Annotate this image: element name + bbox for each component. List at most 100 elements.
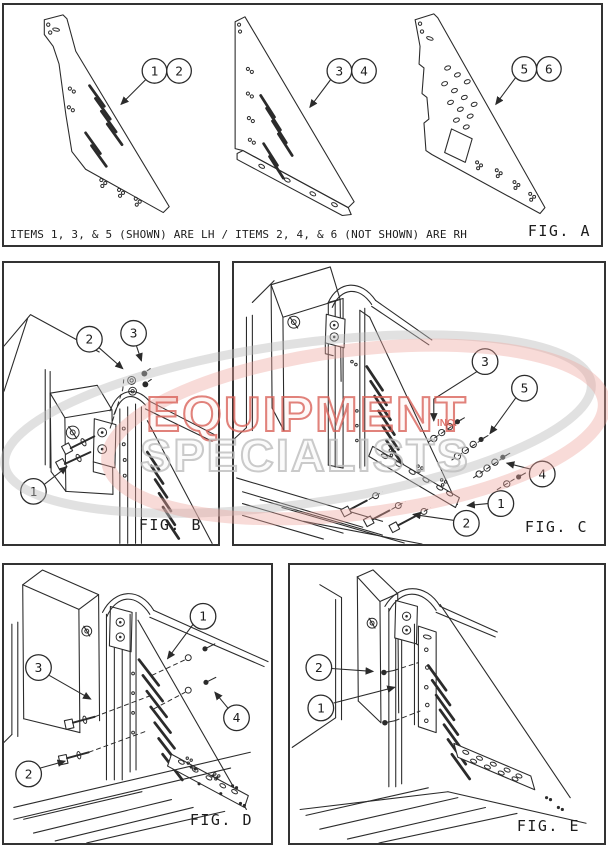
callout-d4: 4 [223, 704, 250, 732]
callout-b3: 3 [120, 319, 147, 347]
svg-text:4: 4 [233, 711, 241, 726]
leader-b2 [97, 346, 124, 370]
spill-shield-strap [384, 588, 498, 638]
leader-d1 [166, 623, 194, 660]
svg-text:2: 2 [25, 767, 33, 782]
callout-c5: 5 [511, 374, 538, 402]
mount-bracket [324, 313, 346, 357]
leader-item1 [120, 79, 146, 106]
base-flange [167, 753, 249, 808]
gusset-plate-item3 [234, 16, 355, 217]
callout-d2: 2 [15, 760, 43, 788]
callout-c2: 2 [452, 509, 480, 537]
svg-text:1: 1 [151, 64, 159, 79]
corner-post-and-gusset [119, 403, 213, 544]
leader-c1 [466, 501, 489, 509]
leader-d3 [49, 674, 92, 700]
wall-left [291, 584, 343, 748]
svg-text:5: 5 [520, 62, 528, 77]
bolts-items2-3 [57, 694, 152, 766]
gusset-plate-item1 [43, 14, 170, 214]
svg-text:4: 4 [538, 467, 546, 482]
gusset-plate-item5 [414, 13, 546, 215]
leader-c3 [429, 370, 478, 422]
angle-plate-item1 [413, 623, 437, 734]
figure-a-panel: 1 2 3 4 [2, 3, 603, 247]
callout-2: 2 [166, 57, 192, 84]
callout-b1: 1 [20, 477, 47, 505]
svg-text:6: 6 [545, 62, 553, 77]
leader-c2 [412, 511, 454, 521]
cabinet-box [356, 569, 400, 724]
leader-item5 [495, 77, 516, 106]
figure-d-label: FIG. D [189, 811, 253, 829]
leader-e2 [331, 667, 375, 675]
svg-text:1: 1 [30, 485, 38, 500]
screws-items1-4 [151, 643, 217, 710]
callout-1: 1 [141, 57, 168, 84]
svg-text:3: 3 [336, 64, 344, 79]
mount-bracket [394, 599, 423, 657]
callout-c4: 4 [528, 460, 556, 488]
figure-e-label: FIG. E [516, 817, 580, 835]
leader-b3 [135, 345, 143, 362]
callout-d1: 1 [189, 602, 217, 630]
wall-left [4, 621, 19, 743]
figure-b-panel: 1 2 3 FIG. B [2, 261, 220, 546]
base-flange-item1 [368, 445, 460, 509]
deck-slats [236, 477, 423, 544]
svg-text:3: 3 [481, 355, 489, 370]
leader-item3 [309, 79, 331, 109]
cabinet-box [22, 569, 101, 734]
callout-d3: 3 [25, 654, 52, 681]
svg-text:5: 5 [521, 382, 529, 397]
cabinet-box [270, 266, 342, 432]
leader-d4 [214, 691, 230, 710]
screws-item2 [381, 662, 421, 726]
figure-e-drawing: 2 1 [291, 569, 587, 843]
leader-e1 [333, 685, 396, 704]
callout-4: 4 [351, 57, 377, 84]
svg-text:3: 3 [130, 327, 138, 342]
figure-e-panel: 2 1 FIG. E [288, 563, 606, 845]
svg-text:1: 1 [317, 701, 325, 716]
gusset-installed [129, 611, 247, 810]
callout-6: 6 [535, 56, 562, 82]
deck-slats [13, 751, 251, 843]
figure-b-label: FIG. B [138, 516, 202, 534]
figure-b-drawing: 1 2 3 [4, 314, 215, 544]
gusset-installed [350, 307, 458, 506]
svg-text:4: 4 [360, 64, 368, 79]
base-flange [453, 742, 536, 791]
leader-b1 [43, 466, 68, 485]
figure-c-panel: 3 5 4 1 2 FIG. C [232, 261, 606, 546]
spill-shield-strap [109, 391, 215, 442]
svg-text:1: 1 [199, 610, 207, 625]
wall-left [234, 280, 275, 440]
nut-washer-hardware-items2-3 [109, 368, 152, 429]
figure-c-label: FIG. C [524, 518, 588, 536]
leader-d2 [40, 759, 67, 769]
mount-bracket [108, 605, 133, 653]
svg-text:2: 2 [315, 661, 323, 676]
callout-3: 3 [326, 57, 353, 84]
leader-c4 [505, 461, 531, 470]
svg-text:1: 1 [497, 497, 505, 512]
callout-b2: 2 [76, 325, 103, 353]
callout-5: 5 [511, 56, 538, 82]
leader-c5 [489, 397, 517, 435]
callout-e1: 1 [307, 694, 335, 722]
figure-a-label: FIG. A [527, 222, 591, 240]
deck-slats [299, 787, 587, 843]
svg-text:3: 3 [35, 661, 43, 676]
callout-c1: 1 [487, 490, 515, 518]
callout-e2: 2 [305, 654, 333, 681]
figure-d-panel: 1 3 2 4 FIG. D [2, 563, 273, 845]
handedness-note: ITEMS 1, 3, & 5 (SHOWN) ARE LH / ITEMS 2… [10, 228, 468, 241]
callout-c3: 3 [471, 348, 499, 376]
spill-shield-strap [327, 284, 433, 346]
svg-text:2: 2 [462, 517, 470, 532]
svg-text:2: 2 [86, 333, 94, 348]
mount-bracket [92, 418, 117, 476]
